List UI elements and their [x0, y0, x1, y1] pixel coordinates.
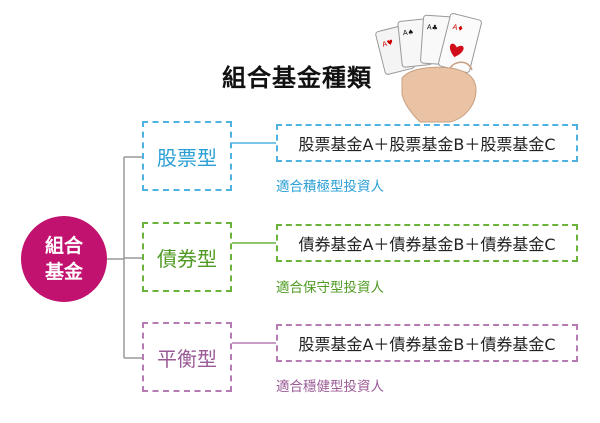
playing-card: A♦ — [438, 13, 482, 73]
diagram-title: 組合基金種類 — [222, 63, 372, 92]
fund-box-stock: 股票基金A＋股票基金B＋股票基金C — [276, 124, 578, 162]
svg-text:A♦: A♦ — [452, 23, 465, 33]
type-box-balanced: 平衡型 — [142, 322, 232, 392]
svg-text:A♣: A♣ — [427, 23, 439, 32]
hand-holding-cards-illustration: A♥ A♠ A♣ A♦ — [375, 13, 482, 123]
type-box-stock: 股票型 — [142, 121, 232, 191]
svg-text:A♥: A♥ — [381, 38, 394, 48]
svg-text:A♠: A♠ — [402, 28, 414, 37]
center-node-label-line2: 基金 — [44, 261, 83, 283]
investor-label-stock: 適合積極型投資人 — [276, 179, 384, 195]
investor-label-bond: 適合保守型投資人 — [276, 280, 384, 296]
center-node-combined-fund: 組合 基金 — [21, 216, 107, 302]
hand — [401, 66, 477, 123]
type-box-bond: 債券型 — [142, 222, 232, 292]
center-node-label-line1: 組合 — [44, 235, 83, 257]
investor-label-balanced: 適合穩健型投資人 — [276, 379, 384, 395]
fund-box-bond: 債券基金A＋債券基金B＋債券基金C — [276, 224, 578, 262]
fund-box-balanced: 股票基金A＋債券基金B＋債券基金C — [276, 324, 578, 362]
